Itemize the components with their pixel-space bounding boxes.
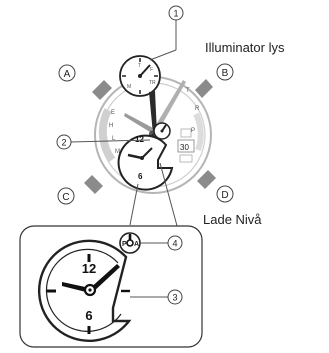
top-subdial: T F TR M [119,55,161,97]
subdial-letter-top: T [138,63,141,69]
leader-1b [149,49,177,61]
pa-label-a: A [134,241,139,248]
callout-2: 2 [56,134,72,150]
pusher-b [195,79,213,98]
subdial-letter-right: F [150,67,153,73]
pa-indicator-zoomed: P A [119,232,141,254]
charge-level-label: Lade Nivå [203,212,262,227]
pusher-d [197,170,216,189]
bezel-letter-m: M [115,149,120,155]
subdial-12: 12 [135,135,144,144]
zoom-minute-hand [88,264,120,293]
zoomed-subdial: 12 6 [38,239,132,342]
callout-1: 1 [168,5,184,21]
svg-text:1: 1 [173,9,178,19]
button-label-d: D [216,185,234,203]
svg-text:A: A [64,69,71,80]
subdial-letter-m: M [127,84,131,90]
pusher-c [84,175,103,194]
mode-arc-left [98,108,116,163]
svg-text:4: 4 [172,239,177,249]
svg-text:C: C [62,192,69,203]
seconds-hand [149,91,157,134]
svg-text:3: 3 [172,293,177,303]
subdial-letter-tr: TR [149,80,156,86]
pusher-a [92,80,112,100]
button-label-c: C [57,187,75,205]
zoom-numeral-12: 12 [82,261,96,276]
bezel-letter-e: E [111,110,115,116]
leader-2 [70,139,151,143]
main-minute-hand [151,80,186,135]
bottom-subdial: 12 6 [117,134,174,191]
zoom-hour-hand [62,282,90,293]
illuminator-label: Illuminator lys [205,40,285,55]
callout-3: 3 [167,289,183,305]
subdial-6: 6 [138,172,143,181]
bezel-letter-t: T [186,88,190,94]
date-value: 30 [180,143,189,152]
svg-text:B: B [222,68,229,79]
button-label-b: B [216,63,234,81]
bezel-letter-l: L [112,136,116,142]
date-window: 30 [177,128,195,163]
pa-label-p: P [122,241,127,248]
bezel-letter-h: H [109,123,113,129]
svg-text:2: 2 [61,138,66,148]
bezel-letter-p: P [191,128,195,134]
mode-arc-right [193,112,204,152]
zoom-line-left [129,183,139,226]
zoom-numeral-6: 6 [85,308,92,323]
button-label-a: A [58,64,76,82]
bezel-letter-r: R [195,106,200,112]
pa-indicator-small [153,122,171,140]
main-hour-hand [124,113,153,132]
svg-text:D: D [221,190,228,201]
callout-4: 4 [167,235,183,251]
